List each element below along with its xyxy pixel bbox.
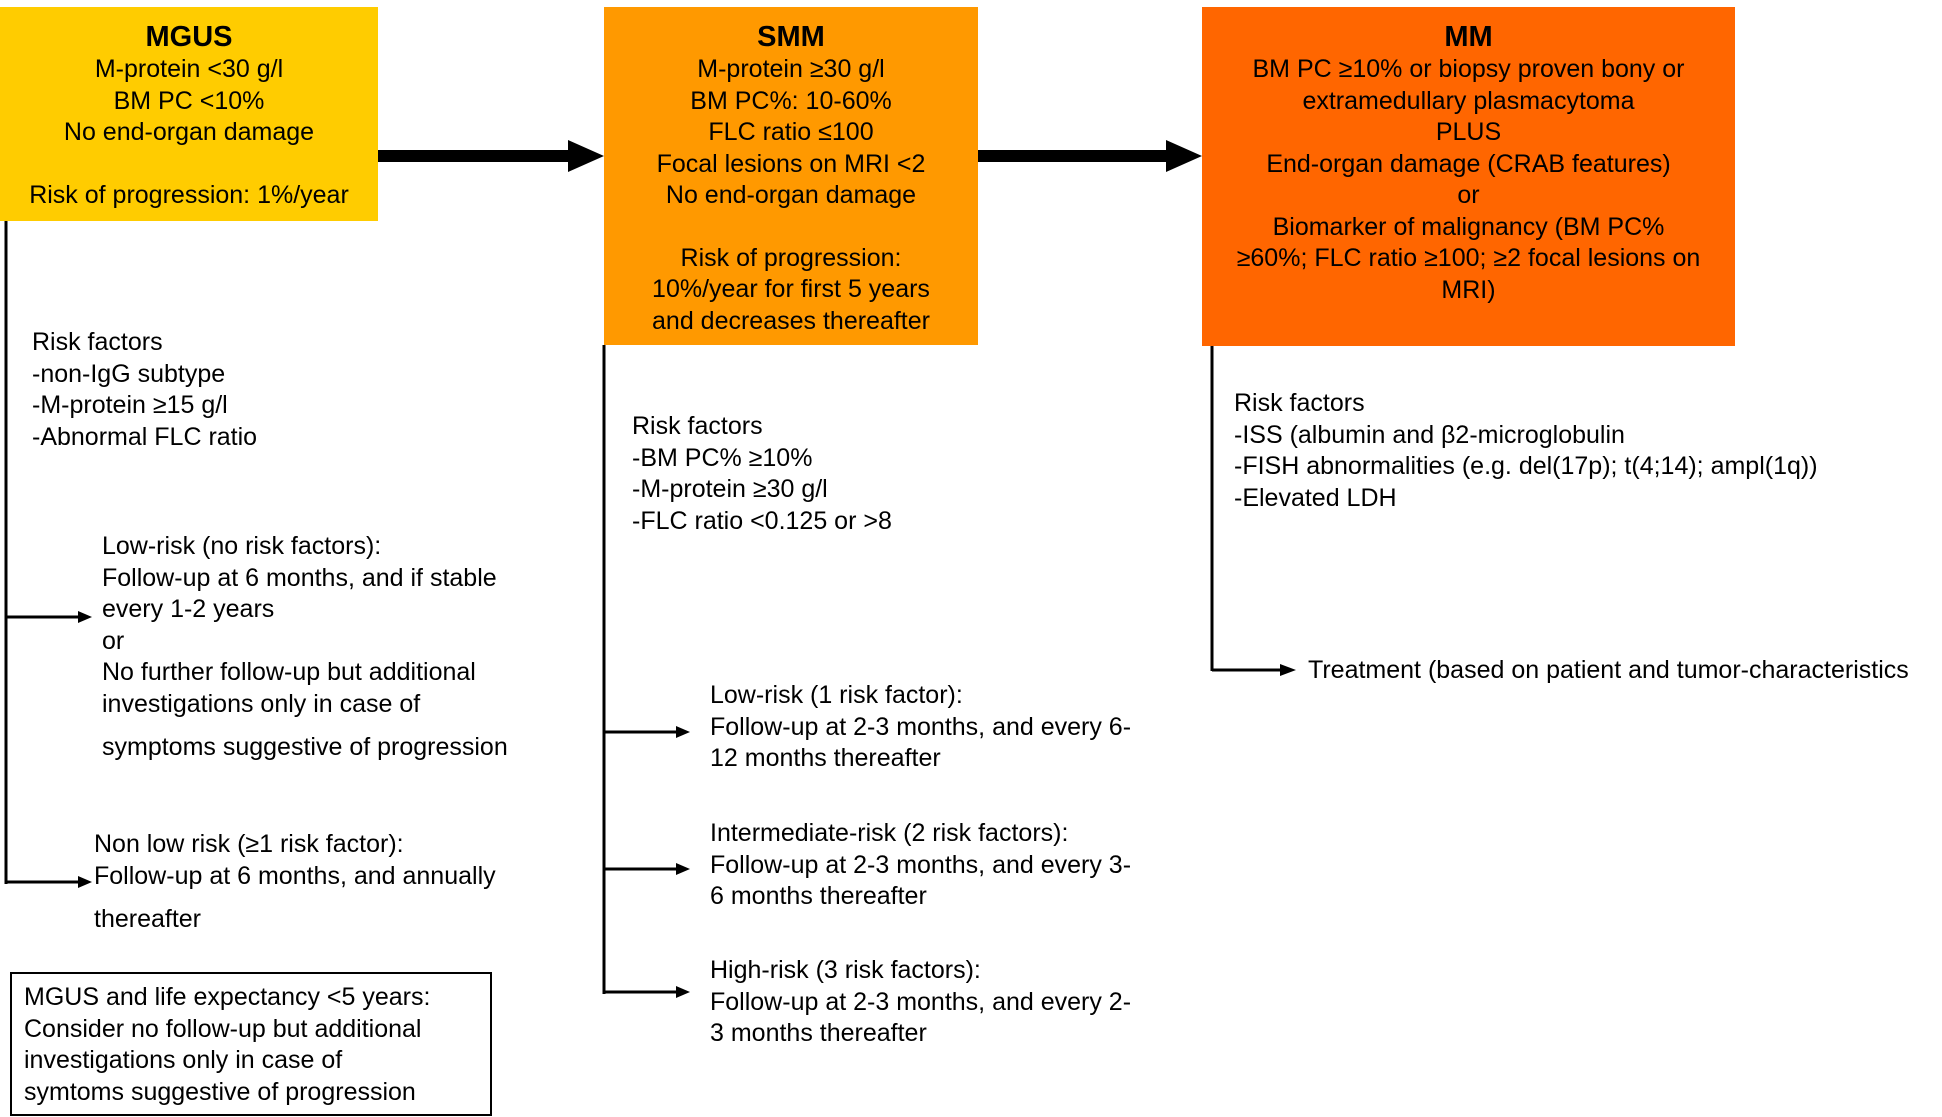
low-risk-heading: Low-risk (1 risk factor): [710,681,963,709]
risk-factor-item: -Abnormal FLC ratio [32,422,258,451]
low-risk-line: symptoms suggestive of progression [102,733,508,761]
smm-risk-line: Risk of progression: [680,243,902,272]
mgus-risk-of-progression: Risk of progression: 1%/year [29,180,349,209]
smm-line: No end-organ damage [665,181,917,209]
non-low-risk-line: Follow-up at 6 months, and annually [94,861,496,890]
mm-line: End-organ damage (CRAB features) [1266,149,1671,178]
smm-low-risk: Low-risk (1 risk factor): Follow-up at 2… [710,680,1131,775]
mgus-life-expectancy-note: MGUS and life expectancy <5 years: Consi… [10,972,492,1116]
smm-title: SMM [757,21,825,53]
low-risk-line: Follow-up at 2-3 months, and every 6- [710,712,1132,741]
high-risk-heading: High-risk (3 risk factors): [710,956,981,984]
note-line: MGUS and life expectancy <5 years: [24,983,431,1011]
note-line: Consider no follow-up but additional [24,1014,422,1043]
smm-risk-line: 10%/year for first 5 years [652,275,930,303]
mgus-line: BM PC <10% [113,86,265,115]
risk-factors-title: Risk factors [632,412,763,440]
mm-line: MRI) [1441,275,1496,304]
low-risk-heading: Low-risk (no risk factors): [102,532,382,560]
mm-line: or [1457,181,1480,209]
non-low-risk-heading: Non low risk (≥1 risk factor): [94,830,404,858]
low-risk-line: Follow-up at 6 months, and if stable [102,563,497,592]
mm-box: MM BM PC ≥10% or biopsy proven bony or e… [1202,7,1735,346]
smm-box: SMM M-protein ≥30 g/l BM PC%: 10-60% FLC… [604,7,978,345]
risk-factors-title: Risk factors [32,328,163,356]
risk-factor-item: -Elevated LDH [1234,483,1397,512]
mm-line: extramedullary plasmacytoma [1302,86,1635,115]
mm-line: Biomarker of malignancy (BM PC% [1272,212,1665,241]
smm-line: Focal lesions on MRI <2 [656,149,926,178]
mgus-risk-factors: Risk factors -non-IgG subtype -M-protein… [32,327,257,453]
low-risk-line: No further follow-up but additional [102,658,476,686]
arrow-smm-to-mm [978,140,1202,172]
arrow-mgus-to-smm [377,140,604,172]
low-risk-line: or [102,626,125,655]
note-line: symtoms suggestive of progression [24,1077,416,1106]
intermediate-risk-heading: Intermediate-risk (2 risk factors): [710,819,1069,847]
risk-factor-item: -ISS (albumin and β2-microglobulin [1234,420,1625,449]
mgus-line: No end-organ damage [63,118,315,146]
mm-branch-lines [1210,346,1296,676]
mgus-non-low-risk: Non low risk (≥1 risk factor): Follow-up… [94,829,496,936]
risk-factor-item: -M-protein ≥15 g/l [32,391,228,419]
risk-factor-item: -BM PC% ≥10% [632,443,813,472]
mgus-box: MGUS M-protein <30 g/l BM PC <10% No end… [0,7,378,221]
high-risk-line: 3 months thereafter [710,1019,927,1047]
low-risk-line: 12 months thereafter [710,744,941,772]
smm-high-risk: High-risk (3 risk factors): Follow-up at… [710,955,1131,1050]
smm-branch-lines [602,345,690,998]
high-risk-line: Follow-up at 2-3 months, and every 2- [710,987,1132,1016]
risk-factor-item: -FISH abnormalities (e.g. del(17p); t(4;… [1234,452,1818,480]
smm-line: M-protein ≥30 g/l [697,55,885,83]
mm-line: BM PC ≥10% or biopsy proven bony or [1252,55,1685,83]
smm-intermediate-risk: Intermediate-risk (2 risk factors): Foll… [710,818,1131,913]
low-risk-line: investigations only in case of [102,689,421,718]
mm-treatment: Treatment (based on patient and tumor-ch… [1308,656,1909,684]
risk-factors-title: Risk factors [1234,389,1365,417]
mgus-title: MGUS [145,21,233,53]
risk-factor-item: -FLC ratio <0.125 or >8 [632,506,892,535]
risk-factor-item: -non-IgG subtype [32,359,226,388]
mm-line: ≥60%; FLC ratio ≥100; ≥2 focal lesions o… [1236,244,1701,272]
mgus-low-risk: Low-risk (no risk factors): Follow-up at… [102,531,508,764]
intermediate-risk-line: Follow-up at 2-3 months, and every 3- [710,850,1132,879]
risk-factor-item: -M-protein ≥30 g/l [632,475,828,503]
note-line: investigations only in case of [24,1046,343,1074]
non-low-risk-line: thereafter [94,905,202,933]
intermediate-risk-line: 6 months thereafter [710,882,927,910]
mm-title: MM [1444,21,1493,53]
smm-risk-factors: Risk factors -BM PC% ≥10% -M-protein ≥30… [632,411,892,537]
mgus-branch-lines [4,221,92,888]
smm-line: BM PC%: 10-60% [690,86,892,115]
smm-line: FLC ratio ≤100 [708,118,874,146]
low-risk-line: every 1-2 years [102,595,275,623]
mm-line: PLUS [1435,118,1502,146]
mgus-line: M-protein <30 g/l [94,55,284,83]
smm-risk-line: and decreases thereafter [652,306,930,335]
mm-risk-factors: Risk factors -ISS (albumin and β2-microg… [1234,388,1818,514]
